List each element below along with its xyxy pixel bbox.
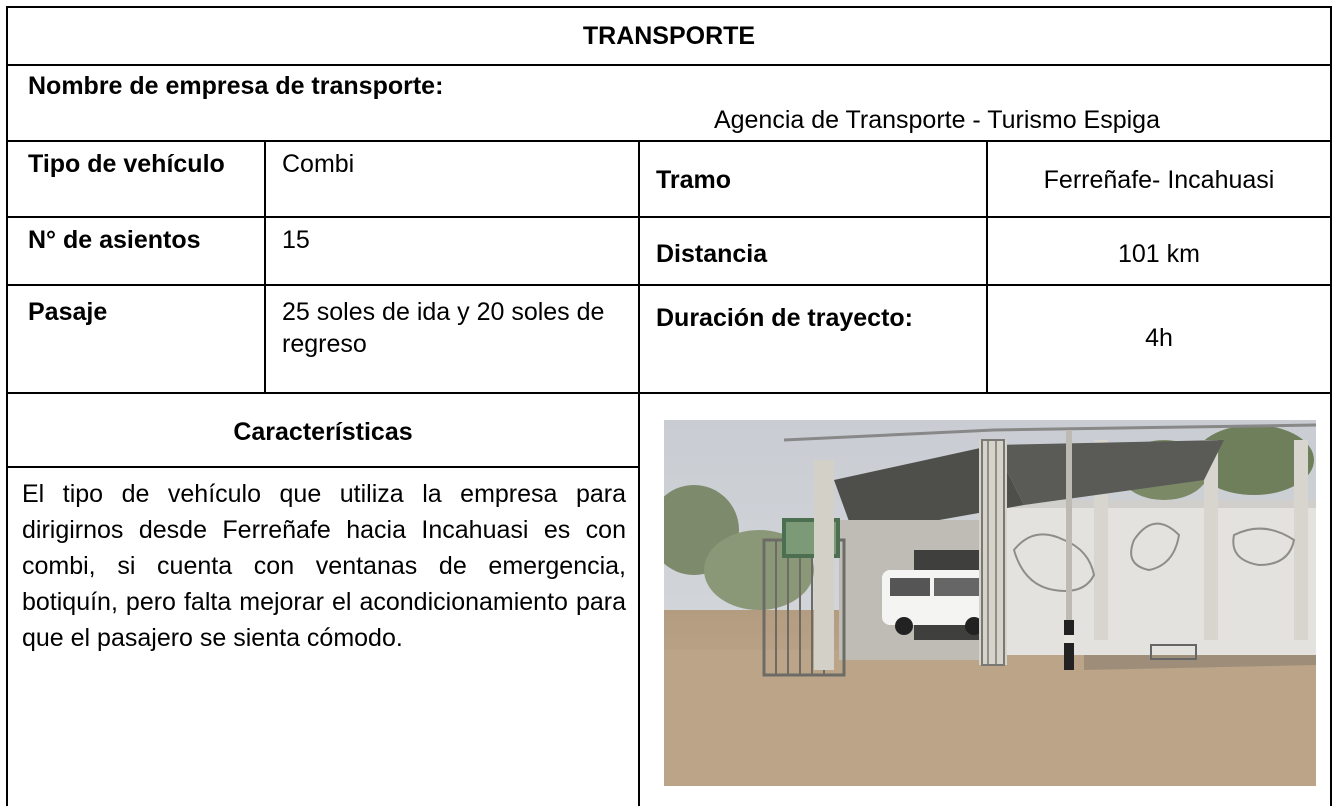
- route-label: Tramo: [638, 140, 988, 218]
- fare-value: 25 soles de ida y 20 soles de regreso: [264, 284, 640, 394]
- vehicle-type-value: Combi: [264, 140, 640, 218]
- duration-value: 4h: [986, 284, 1332, 394]
- duration-label: Duración de trayecto:: [638, 284, 988, 394]
- photo-cell: [638, 392, 1332, 806]
- company-label: Nombre de empresa de transporte:: [28, 72, 444, 100]
- company-name: Agencia de Transporte - Turismo Espiga: [713, 106, 1160, 134]
- features-title: Características: [6, 392, 640, 468]
- seats-label: N° de asientos: [6, 216, 266, 286]
- fare-label: Pasaje: [6, 284, 266, 394]
- route-value: Ferreñafe- Incahuasi: [986, 140, 1332, 218]
- distance-label: Distancia: [638, 216, 988, 286]
- transport-table: TRANSPORTE Nombre de empresa de transpor…: [6, 6, 1332, 806]
- seats-value: 15: [264, 216, 640, 286]
- bus-terminal-photo: [664, 420, 1316, 786]
- distance-value: 101 km: [986, 216, 1332, 286]
- table-title: TRANSPORTE: [6, 6, 1332, 66]
- vehicle-type-label: Tipo de vehículo: [6, 140, 266, 218]
- company-row: Nombre de empresa de transporte: Agencia…: [6, 64, 1332, 142]
- features-text: El tipo de vehículo que utiliza la empre…: [6, 466, 640, 806]
